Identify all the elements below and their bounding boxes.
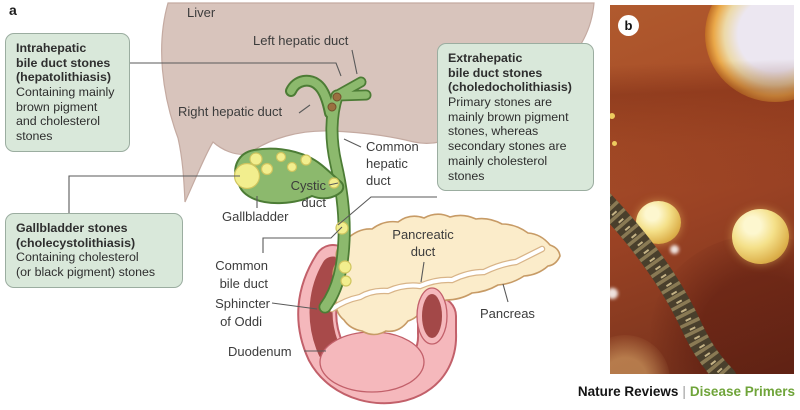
label-gallbladder: Gallbladder <box>222 209 289 224</box>
common-bile-duct-shape <box>320 91 349 312</box>
label-cystic-duct: Cystic duct <box>291 178 327 210</box>
journal-credit: Nature Reviews|Disease Primers <box>578 384 795 399</box>
label-common-bile-duct: Common bile duct <box>215 258 268 291</box>
callout-extrahepatic-bile-duct-stones: Extrahepatic bile duct stones (choledoch… <box>437 43 594 192</box>
duodenum-bowl <box>319 331 425 393</box>
label-duodenum: Duodenum <box>228 344 292 359</box>
small-stone-speck <box>612 141 617 146</box>
svg-text:duct: duct <box>411 244 436 259</box>
svg-text:duct: duct <box>366 173 391 188</box>
callout-title: Intrahepatic bile duct stones (hepatolit… <box>16 41 112 85</box>
pancreas-shape <box>331 213 561 336</box>
leader-lines <box>68 49 509 352</box>
svg-text:Common: Common <box>366 139 419 154</box>
callout-body: Containing mainly brown pigment and chol… <box>16 85 115 144</box>
svg-text:Cystic: Cystic <box>291 178 327 193</box>
label-sphincter-of-oddi: Sphincter of Oddi <box>215 296 271 329</box>
small-stone-speck <box>610 113 615 119</box>
label-pancreas: Pancreas <box>480 306 535 321</box>
svg-text:hepatic: hepatic <box>366 156 408 171</box>
tissue-fold-shadow <box>610 5 794 374</box>
pancreatic-duct-shape <box>330 247 544 311</box>
svg-text:Pancreatic: Pancreatic <box>392 227 454 242</box>
gallstone-photo-2 <box>732 209 789 264</box>
label-right-hepatic-duct: Right hepatic duct <box>178 104 282 119</box>
endoscopy-photo: b <box>610 5 794 374</box>
svg-text:of Oddi: of Oddi <box>220 314 262 329</box>
callout-title: Extrahepatic bile duct stones (choledoch… <box>448 51 572 95</box>
svg-text:bile duct: bile duct <box>220 276 269 291</box>
panel-a-letter: a <box>9 2 17 18</box>
light-glint <box>610 288 618 299</box>
label-left-hepatic-duct: Left hepatic duct <box>253 33 349 48</box>
journal-name: Nature Reviews <box>577 384 679 399</box>
callout-title: Gallbladder stones (cholecystolithiasis) <box>16 221 136 250</box>
intrahepatic-brown-stones <box>327 92 342 112</box>
label-pancreatic-duct: Pancreatic duct <box>392 227 454 259</box>
retrieval-basket-wire <box>610 193 737 374</box>
svg-text:duct: duct <box>301 195 326 210</box>
publication-name: Disease Primers <box>689 384 795 399</box>
gallbladder-shape <box>234 147 345 204</box>
bile-duct-stones <box>328 177 352 287</box>
callout-gallbladder-stones: Gallbladder stones (cholecystolithiasis)… <box>5 213 183 288</box>
callout-body: Containing cholesterol (or black pigment… <box>16 250 156 280</box>
svg-text:Common: Common <box>215 258 268 273</box>
credit-separator: | <box>682 384 686 399</box>
label-liver: Liver <box>187 5 216 20</box>
right-hepatic-duct-shape <box>287 76 334 117</box>
svg-text:Sphincter: Sphincter <box>215 296 271 311</box>
callout-intrahepatic-bile-duct-stones: Intrahepatic bile duct stones (hepatolit… <box>5 33 130 152</box>
light-glint <box>670 245 679 254</box>
duodenum-cut-end-lumen <box>422 294 442 338</box>
callout-body: Primary stones are mainly brown pigment … <box>448 95 569 183</box>
label-common-hepatic-duct: Common hepatic duct <box>366 139 419 188</box>
panel-b-letter: b <box>618 15 639 36</box>
gallbladder-stones <box>233 151 312 190</box>
